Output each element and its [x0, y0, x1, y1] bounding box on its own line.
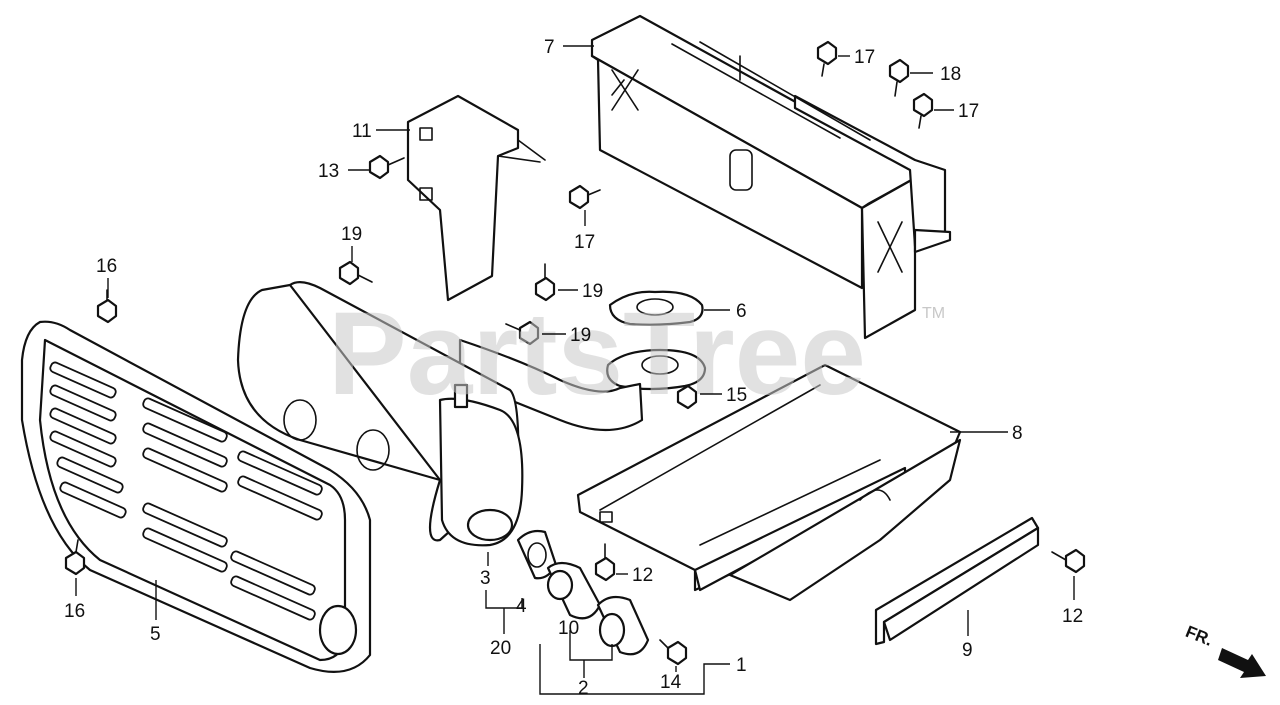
muffler-body [236, 281, 524, 547]
part-9-strip [874, 516, 1040, 646]
callout-5: 5 [150, 624, 161, 645]
callout-16-b: 16 [64, 601, 85, 622]
bolt-17-a [816, 40, 838, 77]
nut-15 [676, 384, 698, 410]
callout-9: 9 [962, 640, 973, 661]
bolt-13 [368, 154, 405, 180]
part-11-bracket [406, 94, 546, 302]
part-7-upper-shield [590, 14, 952, 340]
bolt-19-b [534, 263, 556, 302]
callout-8: 8 [1012, 423, 1023, 444]
front-label: FR. [1183, 622, 1216, 650]
bolt-16-a [96, 289, 118, 324]
callout-numbers: 7 11 13 17 18 17 17 19 19 19 6 15 8 16 1… [64, 37, 1083, 699]
callout-6: 6 [736, 301, 747, 322]
part-5-muffler-protector [20, 320, 372, 673]
bolt-14 [659, 639, 688, 666]
callout-2: 2 [578, 678, 589, 699]
callout-18: 18 [940, 64, 961, 85]
callout-19-c: 19 [570, 325, 591, 346]
callout-17-b: 17 [958, 101, 979, 122]
front-direction-indicator: FR. [1183, 622, 1266, 678]
bolt-12-b [1051, 548, 1086, 574]
callout-19-b: 19 [582, 281, 603, 302]
exhaust-pipe [458, 338, 707, 432]
callout-11: 11 [352, 121, 372, 142]
callout-1: 1 [736, 655, 747, 676]
front-arrow-icon [1218, 648, 1266, 678]
bolt-16-b [64, 539, 86, 576]
callout-16-a: 16 [96, 256, 117, 277]
callout-17-a: 17 [854, 47, 875, 68]
bolt-17-b [912, 92, 934, 129]
bolt-18 [888, 58, 910, 97]
callout-20: 20 [490, 638, 511, 659]
tailpipe-assembly [516, 529, 650, 656]
bolt-19-a [338, 260, 373, 286]
callout-15: 15 [726, 385, 747, 406]
leader-lines [75, 45, 1075, 695]
callout-3: 3 [480, 568, 491, 589]
callout-13: 13 [318, 161, 339, 182]
bolt-19-c [505, 320, 540, 346]
callout-14: 14 [660, 672, 682, 693]
fasteners [64, 40, 1086, 666]
callout-19-a: 19 [341, 224, 362, 245]
callout-12-a: 12 [632, 565, 653, 586]
part-8-lower-shield [576, 363, 962, 602]
callout-10: 10 [558, 618, 579, 639]
bolt-12-a [594, 543, 616, 582]
callout-7: 7 [544, 37, 555, 58]
watermark-text: PartsTree [328, 288, 866, 420]
bolt-17-c [568, 184, 601, 210]
watermark-trademark: TM [922, 305, 945, 322]
callout-12-b: 12 [1062, 606, 1083, 627]
part-6-gasket [608, 290, 704, 326]
callout-4: 4 [516, 596, 527, 617]
callout-17-c: 17 [574, 232, 595, 253]
